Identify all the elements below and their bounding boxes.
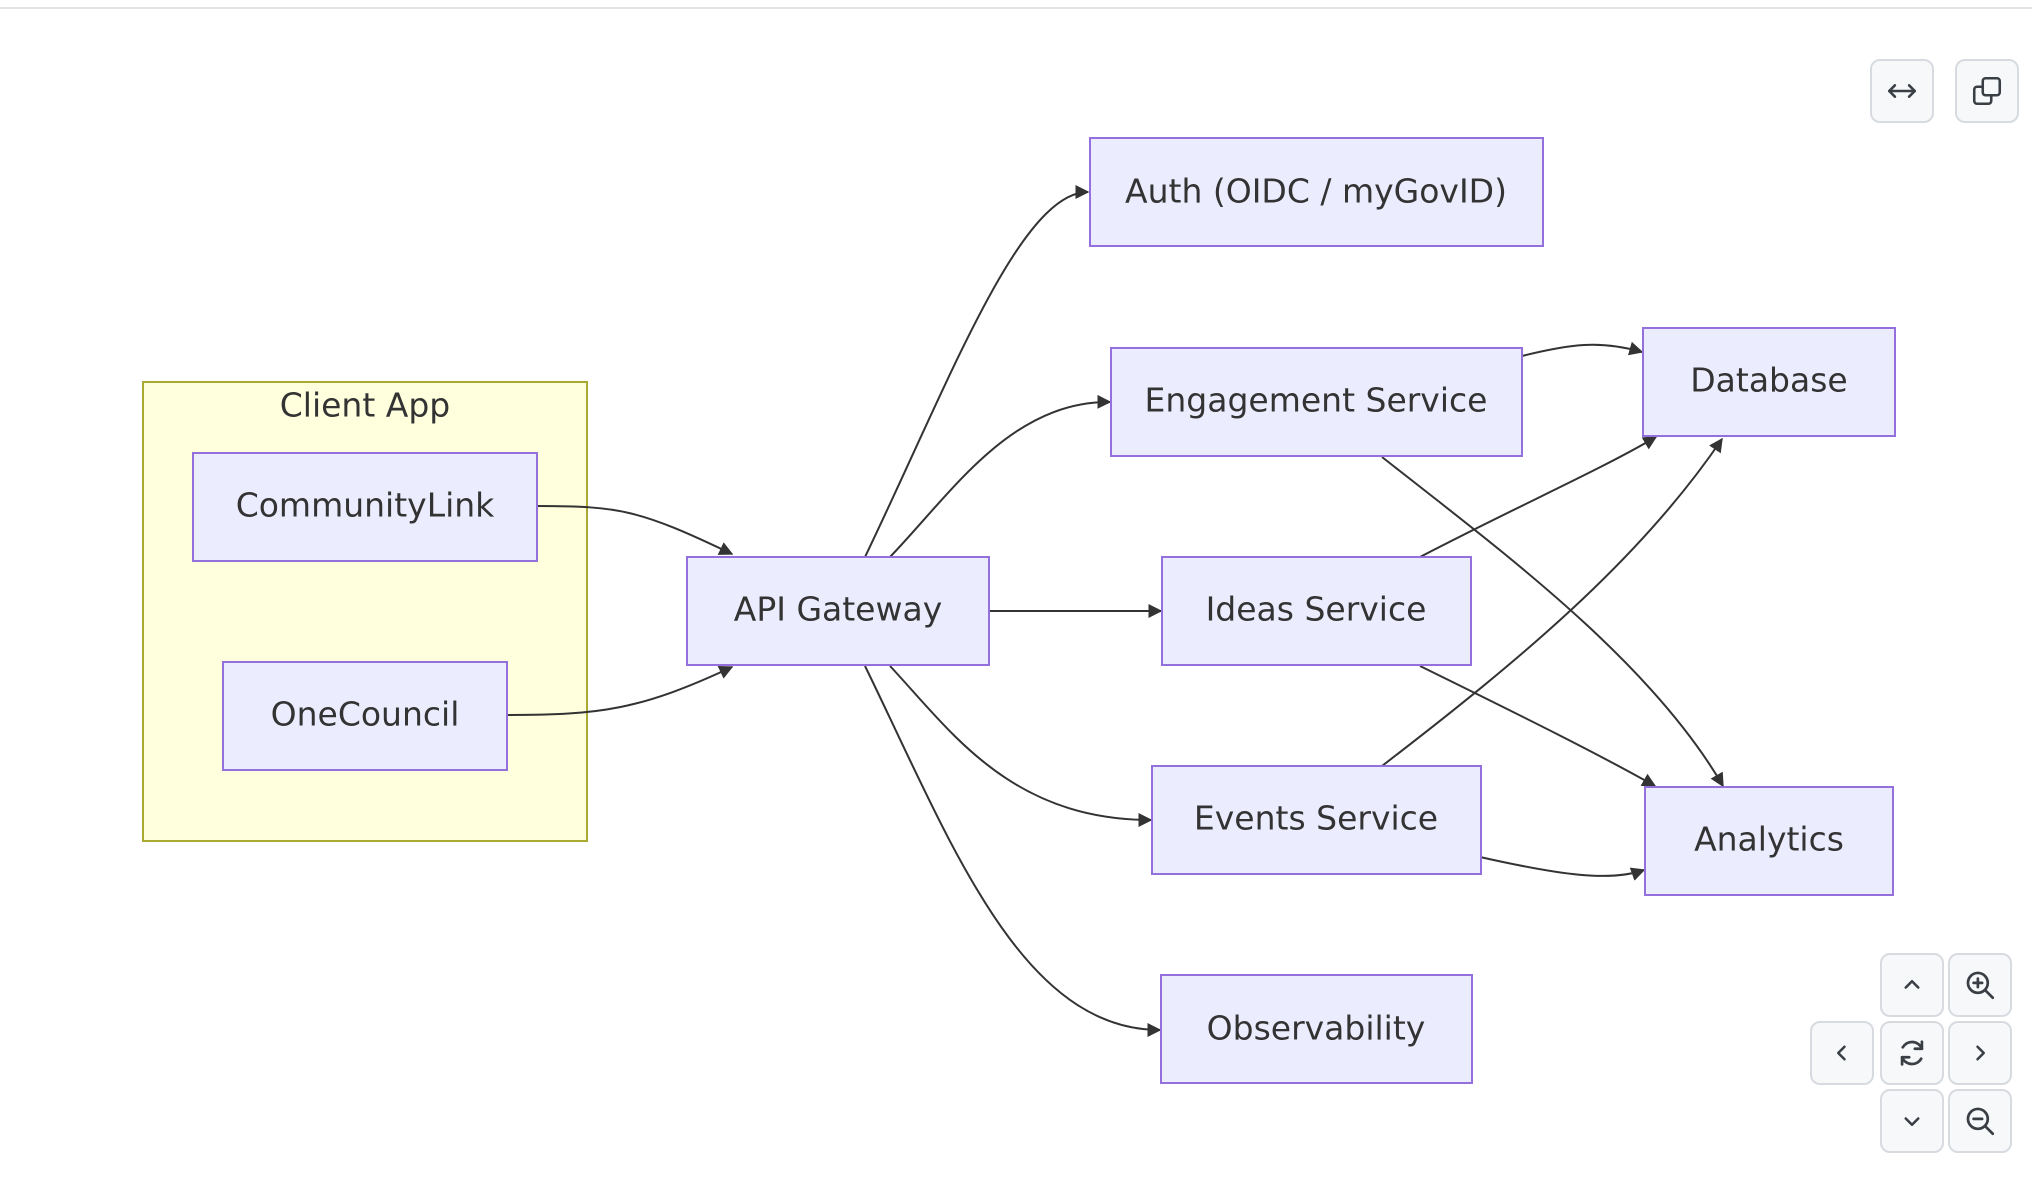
expand-horizontal-icon bbox=[1887, 84, 1917, 98]
zoom-out-button[interactable] bbox=[1948, 1089, 2012, 1153]
pan-left-icon bbox=[1837, 1045, 1846, 1061]
node-engagement-service: Engagement Service bbox=[1110, 347, 1523, 457]
cluster-client-app: Client App bbox=[142, 381, 588, 842]
edge-onecouncil-gateway bbox=[506, 665, 734, 716]
edge-gateway-events bbox=[889, 665, 1153, 827]
reset-view-icon bbox=[1900, 1040, 1924, 1066]
node-label: Database bbox=[1690, 361, 1847, 400]
node-onecouncil: OneCouncil bbox=[222, 661, 508, 771]
node-observability: Observability bbox=[1160, 974, 1473, 1084]
zoom-in-button[interactable] bbox=[1948, 953, 2012, 1017]
edge-engagement-database bbox=[1521, 341, 1644, 357]
zoom-in-icon bbox=[1966, 971, 1995, 1000]
pan-right-button[interactable] bbox=[1948, 1021, 2012, 1085]
node-label: Events Service bbox=[1194, 799, 1438, 838]
edge-gateway-auth bbox=[864, 185, 1090, 558]
edge-engagement-analytics bbox=[1381, 456, 1724, 788]
copy-icon bbox=[1972, 76, 2002, 106]
pan-down-button[interactable] bbox=[1880, 1089, 1944, 1153]
node-api-gateway: API Gateway bbox=[686, 556, 990, 666]
edge-events-analytics bbox=[1479, 856, 1646, 881]
node-label: Ideas Service bbox=[1206, 590, 1427, 629]
node-label: Engagement Service bbox=[1145, 381, 1488, 420]
node-label: OneCouncil bbox=[271, 695, 460, 734]
node-analytics: Analytics bbox=[1644, 786, 1894, 896]
node-label: API Gateway bbox=[734, 590, 942, 629]
node-communitylink: CommunityLink bbox=[192, 452, 538, 562]
node-label: Analytics bbox=[1694, 820, 1844, 859]
edge-gateway-observability bbox=[864, 665, 1162, 1037]
reset-view-button[interactable] bbox=[1880, 1021, 1944, 1085]
pan-down-icon bbox=[1904, 1117, 1920, 1126]
pan-left-button[interactable] bbox=[1810, 1021, 1874, 1085]
edge-events-database bbox=[1381, 437, 1723, 767]
top-divider bbox=[0, 0, 2032, 9]
node-ideas-service: Ideas Service bbox=[1161, 556, 1472, 666]
edge-communitylink-gateway bbox=[536, 505, 734, 555]
node-label: CommunityLink bbox=[236, 486, 495, 525]
expand-width-button[interactable] bbox=[1870, 59, 1934, 123]
pan-up-icon bbox=[1904, 980, 1920, 989]
cluster-title: Client App bbox=[280, 386, 451, 425]
node-label: Observability bbox=[1207, 1009, 1426, 1048]
pan-right-icon bbox=[1976, 1045, 1985, 1061]
edge-ideas-database bbox=[1419, 436, 1658, 558]
node-database: Database bbox=[1642, 327, 1896, 437]
zoom-out-icon bbox=[1966, 1107, 1995, 1136]
edge-gateway-engagement bbox=[889, 394, 1112, 558]
copy-button[interactable] bbox=[1955, 59, 2019, 123]
pan-up-button[interactable] bbox=[1880, 953, 1944, 1017]
node-auth: Auth (OIDC / myGovID) bbox=[1089, 137, 1544, 247]
node-events-service: Events Service bbox=[1151, 765, 1482, 875]
edge-ideas-analytics bbox=[1419, 665, 1657, 787]
node-label: Auth (OIDC / myGovID) bbox=[1125, 172, 1507, 211]
